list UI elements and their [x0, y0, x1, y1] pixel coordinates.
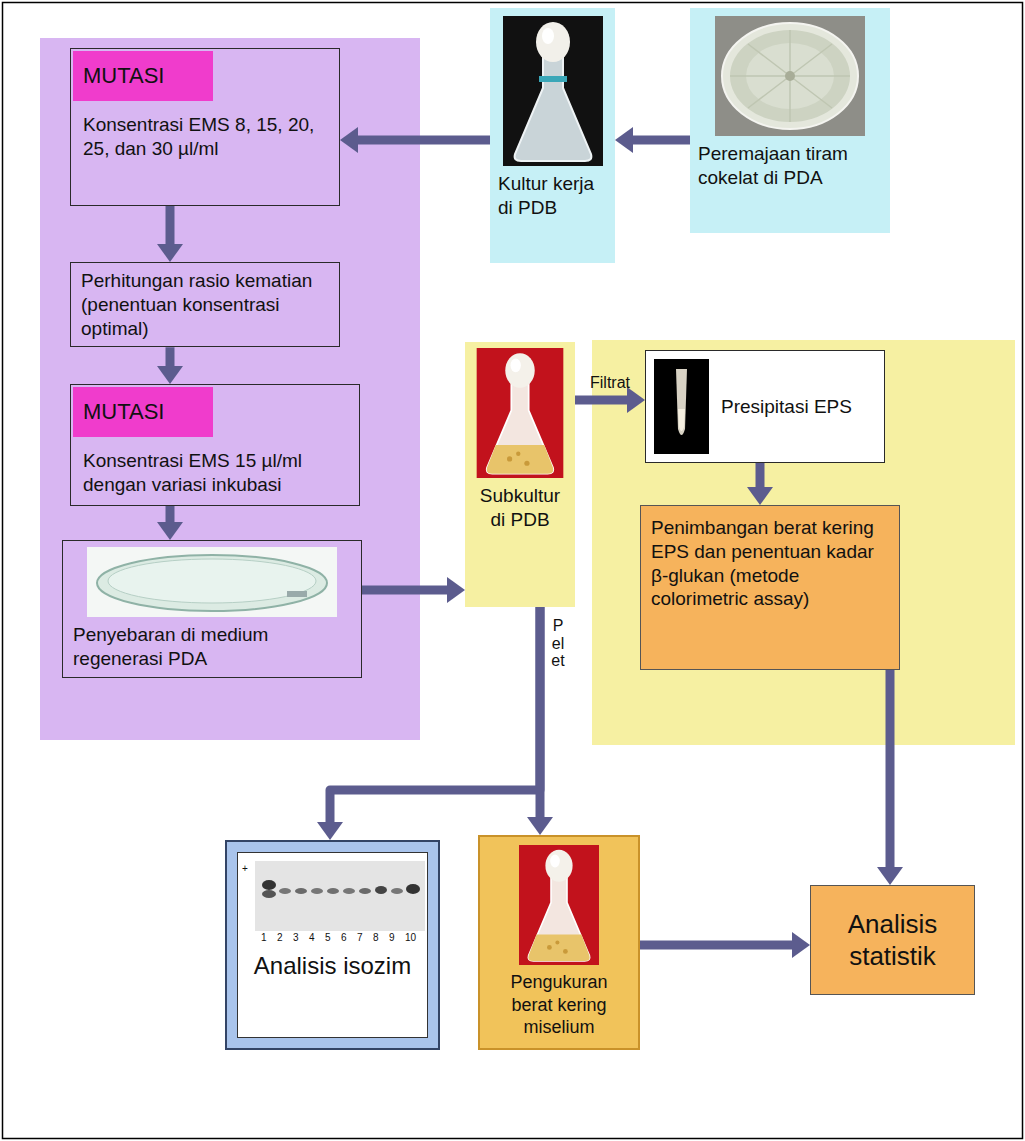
lane-number: 1	[261, 933, 267, 943]
measurement-box: Pengukuran berat kering miselium	[478, 835, 640, 1050]
lane-number: 4	[309, 933, 315, 943]
illustration	[499, 845, 619, 965]
node-text: Kultur kerja di PDB	[498, 172, 607, 220]
lane-number: 6	[341, 933, 347, 943]
flow-arrow	[166, 347, 175, 366]
flow-arrow	[166, 206, 175, 244]
flow-arrow	[166, 506, 175, 523]
lane-number: 5	[325, 933, 331, 943]
mutation-box: MUTASI Konsentrasi EMS 15 µl/ml dengan va…	[70, 384, 360, 506]
subculture-box: Subkultur di PDB	[465, 342, 575, 607]
illustration	[503, 16, 603, 166]
eps-panel	[592, 340, 1015, 745]
process-box: Penyebaran di medium regenerasi PDA	[62, 540, 362, 678]
node-text: Penimbangan berat kering EPS dan penentu…	[651, 516, 889, 611]
process-box: Perhitungan rasio kematian (penentuan ko…	[70, 262, 340, 347]
illustration	[87, 547, 337, 617]
figure-frame	[3, 3, 1023, 1139]
node-text: Presipitasi EPS	[721, 395, 852, 419]
node-text: Penyebaran di medium regenerasi PDA	[73, 623, 351, 671]
node-text: Konsentrasi EMS 15 µl/ml dengan variasi …	[71, 449, 359, 505]
node-text: Pengukuran berat kering miselium	[488, 971, 630, 1039]
polarity-mark: +	[242, 864, 248, 874]
lane-number: 2	[277, 933, 283, 943]
node-text: Peremajaan tiram cokelat di PDA	[698, 142, 882, 190]
node-text: Analisis statistik	[821, 908, 964, 973]
step-heading: MUTASI	[73, 387, 213, 437]
illustration	[255, 861, 425, 931]
culture-box: Kultur kerja di PDB	[490, 8, 615, 263]
step-heading: MUTASI	[73, 51, 213, 101]
illustration	[715, 16, 865, 136]
flow-arrow	[362, 586, 447, 595]
analysis-box: Analisis statistik	[810, 885, 975, 995]
process-box: Penimbangan berat kering EPS dan penentu…	[640, 505, 900, 670]
illustration	[654, 359, 709, 454]
flow-arrow	[575, 396, 627, 405]
flow-arrow	[756, 463, 765, 487]
flow-arrow	[640, 941, 792, 950]
node-text: Subkultur di PDB	[471, 484, 569, 532]
lane-number: 3	[293, 933, 299, 943]
flow-arrow	[536, 607, 545, 817]
lane-number: 9	[389, 933, 395, 943]
lane-number: 8	[373, 933, 379, 943]
node-text: Analisis isozim	[244, 951, 421, 981]
precipitation-box: Presipitasi EPS	[645, 350, 885, 463]
flow-arrow	[886, 670, 895, 867]
node-text: Konsentrasi EMS 8, 15, 20, 25, dan 30 µl…	[71, 113, 339, 169]
isozyme-box: Analisis isozim 123456789 10 +	[225, 840, 440, 1050]
culture-box: Peremajaan tiram cokelat di PDA	[690, 8, 890, 233]
flow-arrow	[633, 136, 690, 145]
edge-label: Pelet	[550, 617, 566, 670]
node-text: Perhitungan rasio kematian (penentuan ko…	[81, 269, 329, 340]
flow-arrow	[358, 136, 490, 145]
illustration	[475, 348, 565, 478]
mutation-box: MUTASI Konsentrasi EMS 8, 15, 20, 25, dan…	[70, 48, 340, 206]
edge-label: Filtrat	[590, 374, 630, 392]
lane-number: 10	[405, 933, 416, 943]
lane-number: 7	[357, 933, 363, 943]
